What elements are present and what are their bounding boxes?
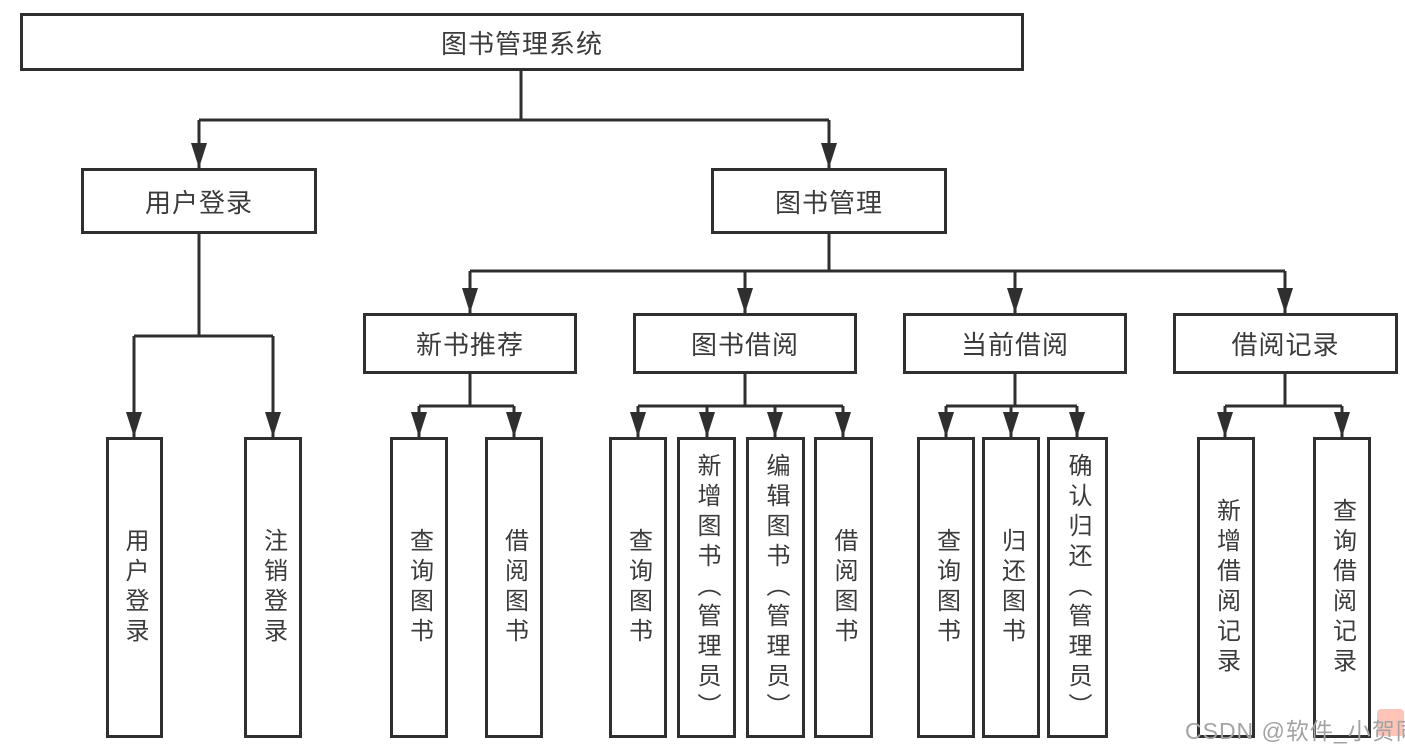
node-book-management: 图书管理 bbox=[711, 168, 947, 234]
node-book-borrow: 图书借阅 bbox=[633, 313, 857, 374]
arrowhead-icon bbox=[1003, 412, 1019, 437]
leaf-borrow-borrow-books-label: 借阅图书 bbox=[830, 527, 857, 648]
leaf-current-confirm-return-admin: 确认归还（管理员） bbox=[1047, 437, 1108, 738]
leaf-borrow-edit-books-admin-label: 编辑图书（管理员） bbox=[762, 452, 789, 723]
node-root-system-label: 图书管理系统 bbox=[440, 28, 603, 59]
leaf-user-login: 用户登录 bbox=[106, 437, 163, 738]
arrowhead-icon bbox=[506, 412, 522, 437]
arrowhead-icon bbox=[767, 412, 783, 437]
arrowhead-icon bbox=[462, 288, 478, 313]
leaf-records-query-record-label: 查询借阅记录 bbox=[1328, 497, 1356, 678]
node-new-book-recommend-label: 新书推荐 bbox=[415, 330, 524, 360]
arrowhead-icon bbox=[938, 412, 954, 437]
connector-path bbox=[132, 70, 1344, 437]
leaf-current-query-books: 查询图书 bbox=[917, 437, 975, 738]
node-root-system: 图书管理系统 bbox=[20, 13, 1024, 71]
leaf-recommend-query-books: 查询图书 bbox=[390, 437, 448, 738]
arrowhead-icon bbox=[1277, 288, 1293, 313]
leaf-recommend-borrow-books-label: 借阅图书 bbox=[500, 527, 528, 648]
leaf-borrow-edit-books-admin: 编辑图书（管理员） bbox=[746, 437, 805, 738]
leaf-recommend-query-books-label: 查询图书 bbox=[405, 527, 433, 648]
arrowhead-icon bbox=[835, 412, 851, 437]
leaf-borrow-query-books-label: 查询图书 bbox=[624, 527, 652, 648]
leaf-current-return-books: 归还图书 bbox=[982, 437, 1040, 738]
arrowhead-icon bbox=[1217, 412, 1233, 437]
arrowhead-icon bbox=[191, 143, 207, 168]
leaf-records-add-record: 新增借阅记录 bbox=[1197, 437, 1255, 738]
node-new-book-recommend: 新书推荐 bbox=[363, 313, 577, 374]
node-user-login-label: 用户登录 bbox=[144, 187, 253, 218]
arrowhead-icon bbox=[821, 143, 837, 168]
arrowhead-icon bbox=[737, 288, 753, 313]
leaf-current-query-books-label: 查询图书 bbox=[932, 527, 960, 648]
node-user-login: 用户登录 bbox=[81, 168, 317, 234]
leaf-recommend-borrow-books: 借阅图书 bbox=[485, 437, 543, 738]
watermark-accent bbox=[1377, 709, 1404, 736]
arrowhead-icon bbox=[1007, 288, 1023, 313]
arrowhead-icon bbox=[1069, 412, 1085, 437]
leaf-logout: 注销登录 bbox=[244, 437, 302, 738]
node-current-borrow: 当前借阅 bbox=[903, 313, 1127, 374]
arrowhead-icon bbox=[126, 412, 142, 437]
leaf-current-confirm-return-admin-label: 确认归还（管理员） bbox=[1064, 452, 1091, 723]
leaf-borrow-add-books-admin: 新增图书（管理员） bbox=[677, 437, 736, 738]
arrowhead-icon bbox=[699, 412, 715, 437]
arrowhead-icon bbox=[265, 412, 281, 437]
node-book-management-label: 图书管理 bbox=[774, 187, 883, 218]
leaf-current-return-books-label: 归还图书 bbox=[997, 527, 1025, 648]
arrowhead-icon bbox=[630, 412, 646, 437]
leaf-borrow-borrow-books: 借阅图书 bbox=[814, 437, 873, 738]
node-current-borrow-label: 当前借阅 bbox=[960, 330, 1069, 360]
node-book-borrow-label: 图书借阅 bbox=[690, 330, 799, 360]
arrowhead-icon bbox=[1334, 412, 1350, 437]
leaf-borrow-add-books-admin-label: 新增图书（管理员） bbox=[693, 452, 720, 723]
watermark: CSDN @软件_小贺同学 bbox=[1185, 718, 1405, 744]
leaf-records-add-record-label: 新增借阅记录 bbox=[1212, 497, 1240, 678]
node-borrow-records-label: 借阅记录 bbox=[1231, 330, 1340, 360]
leaf-user-login-label: 用户登录 bbox=[121, 527, 148, 648]
leaf-records-query-record: 查询借阅记录 bbox=[1313, 437, 1371, 738]
leaf-borrow-query-books: 查询图书 bbox=[609, 437, 667, 738]
arrowhead-icon bbox=[411, 412, 427, 437]
node-borrow-records: 借阅记录 bbox=[1173, 313, 1398, 374]
leaf-logout-label: 注销登录 bbox=[259, 527, 287, 648]
